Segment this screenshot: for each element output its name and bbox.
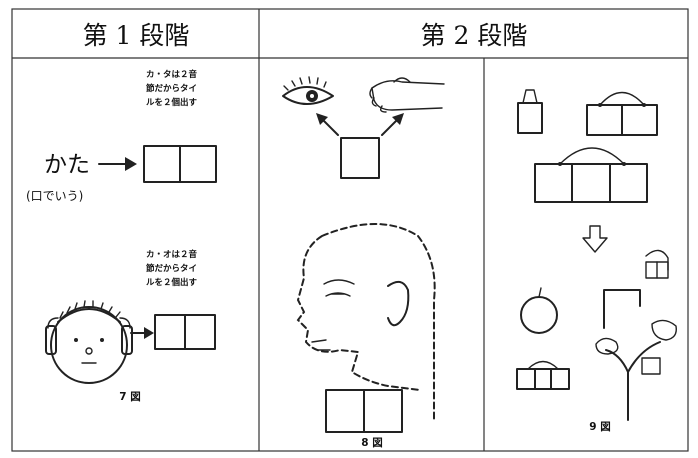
panel-figure-8: 8 図 bbox=[282, 76, 445, 449]
note-top-line-1: カ・タは２音 bbox=[146, 69, 198, 80]
single-tile bbox=[340, 137, 380, 179]
note-bottom-line-1: カ・オは２音 bbox=[146, 249, 198, 260]
spoken-word: かた bbox=[44, 152, 90, 178]
apple-icon bbox=[520, 287, 558, 334]
note-top-line-3: ルを２個出す bbox=[146, 97, 198, 108]
head-profile-outline bbox=[296, 223, 436, 421]
two-tile-box bbox=[143, 145, 217, 183]
bag-two-tile-icon bbox=[586, 91, 658, 136]
figure-7-label: 7 図 bbox=[119, 391, 140, 403]
figure-8-label: 8 図 bbox=[361, 437, 382, 449]
note-top-line-2: 節だからタイ bbox=[146, 83, 197, 94]
eye-icon bbox=[282, 76, 334, 105]
note-bottom-line-3: ルを２個出す bbox=[146, 277, 198, 288]
header-stage-2: 第 2 段階 bbox=[421, 21, 528, 50]
arrow-right-icon bbox=[130, 327, 154, 339]
panel-figure-7: カ・タは２音 節だからタイ ルを２個出す かた (口でいう) カ・オは２音 節だ… bbox=[26, 69, 217, 403]
speech-label: (口でいう) bbox=[26, 189, 83, 203]
two-tile-box bbox=[325, 389, 403, 433]
arrow-right-icon bbox=[98, 157, 137, 171]
face-with-ears-icon bbox=[45, 300, 133, 384]
tree-with-bag-icon bbox=[603, 249, 669, 329]
bag-one-tile-icon bbox=[517, 89, 543, 134]
note-bottom-line-2: 節だからタイ bbox=[146, 263, 197, 274]
plant-icon bbox=[595, 319, 677, 421]
header-stage-1: 第 1 段階 bbox=[83, 21, 190, 50]
panel-figure-9: 9 図 bbox=[516, 89, 677, 433]
table-frame bbox=[11, 8, 689, 452]
figure-9-label: 9 図 bbox=[589, 421, 610, 433]
arrow-to-eye-icon bbox=[316, 113, 339, 136]
arrow-to-hand-icon bbox=[381, 113, 404, 136]
two-tile-box bbox=[154, 314, 216, 350]
arrow-down-icon bbox=[582, 225, 608, 253]
bag-three-tile-icon bbox=[534, 147, 648, 203]
hand-icon bbox=[369, 77, 445, 113]
small-bag-box bbox=[516, 360, 570, 390]
